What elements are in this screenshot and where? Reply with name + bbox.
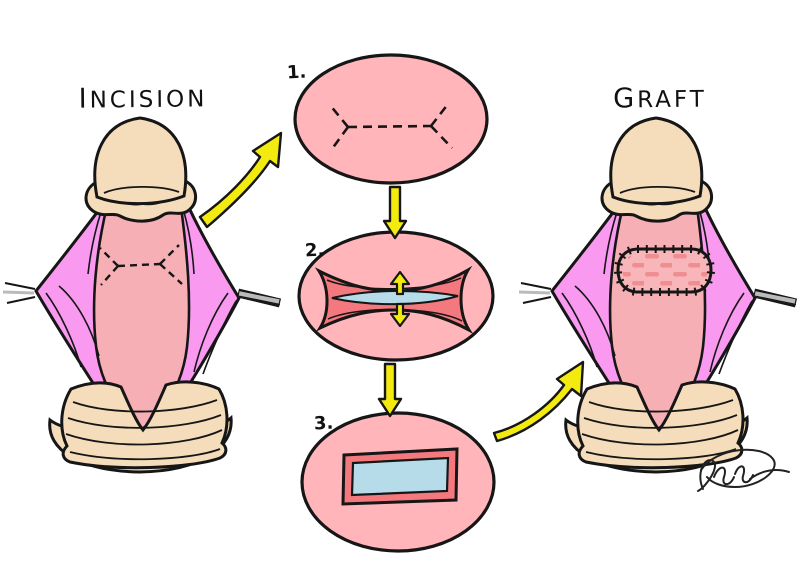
artist-signature [697,448,790,492]
step-2-number: 2. [304,239,325,262]
step-1-dashed-incision [328,103,453,150]
graft-label: GRAFT [612,83,707,115]
opened-incision-contours [326,277,463,322]
penis-illustration-graft [519,118,796,472]
traction-arrow-up [389,270,411,296]
step-3-number: 3. [313,412,334,435]
arrow-incision-to-step1 [198,131,283,229]
penis-illustration-incision [3,118,280,472]
traction-arrow-down [389,302,411,328]
arrow-step2-to-step3 [377,362,403,418]
step-1-oval [293,53,489,185]
exposed-graft-bed-strip [331,290,459,306]
step-2-oval [297,230,495,362]
graft-patch [614,244,715,296]
incision-dashed-marks [99,244,183,286]
incision-label: INCISION [78,83,208,115]
graft-texture [623,254,707,288]
step-3-oval [300,411,496,553]
arrow-step3-to-graft [492,360,585,443]
step-1-number: 1. [286,61,307,84]
graft-sutures-ticks [614,244,715,296]
arrow-step1-to-step2 [382,185,408,240]
graft-bed-rect [350,456,450,497]
